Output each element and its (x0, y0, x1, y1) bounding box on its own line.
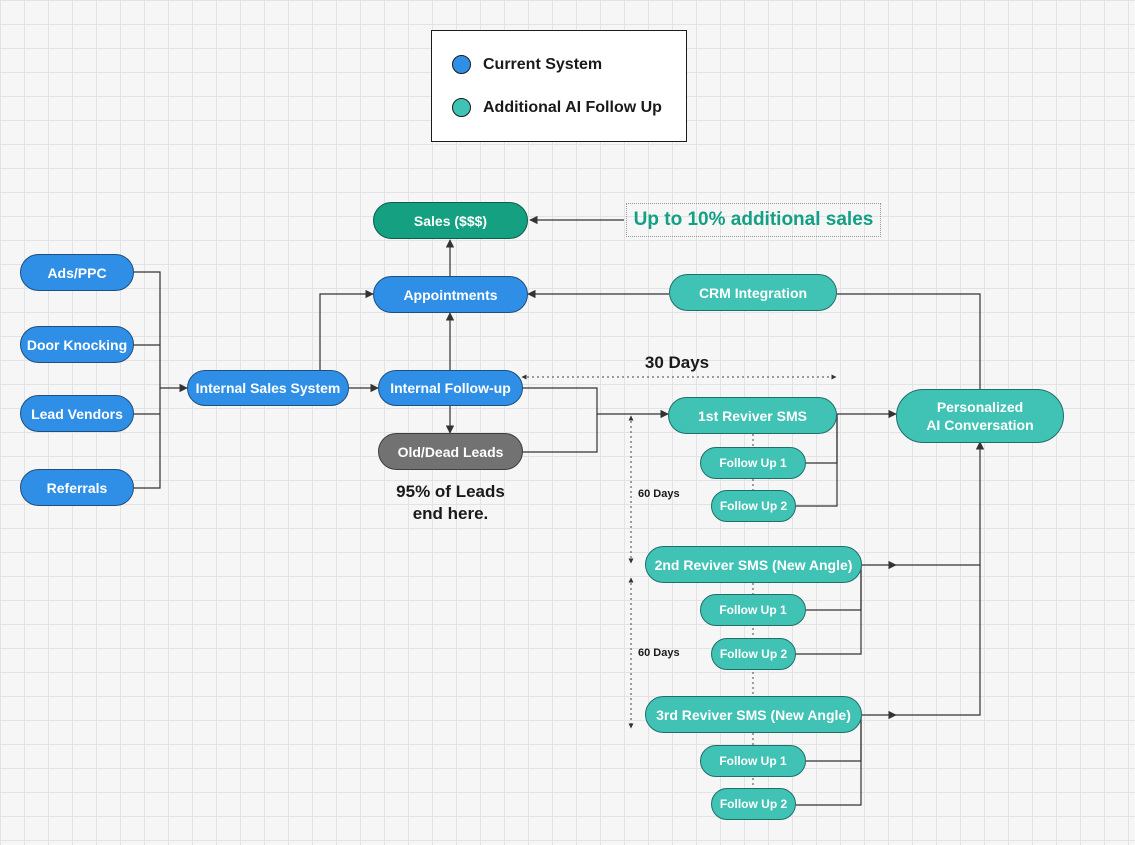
node-old-dead-leads[interactable]: Old/Dead Leads (378, 433, 523, 470)
node-ads-ppc[interactable]: Ads/PPC (20, 254, 134, 291)
node-referrals[interactable]: Referrals (20, 469, 134, 506)
legend-box: Current System Additional AI Follow Up (431, 30, 687, 142)
node-r3-follow-up-2[interactable]: Follow Up 2 (711, 788, 796, 820)
additional-sales-callout: Up to 10% additional sales (626, 203, 881, 237)
legend-swatch-teal (452, 98, 471, 117)
node-lead-vendors[interactable]: Lead Vendors (20, 395, 134, 432)
dead-leads-note-line1: 95% of Leads (396, 482, 505, 501)
node-crm-integration[interactable]: CRM Integration (669, 274, 837, 311)
dead-leads-note-line2: end here. (412, 504, 489, 523)
legend-label: Current System (483, 55, 603, 73)
sixty-days-label-1: 60 Days (638, 488, 680, 500)
legend-item-current-system: Current System (452, 55, 602, 74)
node-door-knocking[interactable]: Door Knocking (20, 326, 134, 363)
edge-referrals-to-merge (133, 388, 161, 489)
node-reviver-3[interactable]: 3rd Reviver SMS (New Angle) (645, 696, 862, 733)
dead-leads-note: 95% of Leads end here. (378, 481, 523, 525)
node-internal-follow-up[interactable]: Internal Follow-up (378, 370, 523, 406)
node-r2-follow-up-1[interactable]: Follow Up 1 (700, 594, 806, 626)
thirty-days-label: 30 Days (644, 353, 710, 372)
ai-conversation-line1: Personalized (936, 399, 1024, 415)
node-sales[interactable]: Sales ($$$) (373, 202, 528, 239)
edge-ads-to-sales-system (133, 271, 188, 393)
node-appointments[interactable]: Appointments (373, 276, 528, 313)
legend-item-ai-follow-up: Additional AI Follow Up (452, 98, 662, 117)
node-reviver-2[interactable]: 2nd Reviver SMS (New Angle) (645, 546, 862, 583)
edge-ai-to-crm (837, 293, 981, 389)
edge-ai-down-2 (896, 441, 985, 566)
edge-sales-system-to-appointments (319, 289, 374, 370)
edge-dead-leads-to-reviver-1 (522, 414, 598, 453)
node-r1-follow-up-1[interactable]: Follow Up 1 (700, 447, 806, 479)
edge-ai-down-3 (896, 565, 981, 716)
node-r3-follow-up-1[interactable]: Follow Up 1 (700, 745, 806, 777)
node-internal-sales-system[interactable]: Internal Sales System (187, 370, 349, 406)
edge-follow-up-to-reviver-1 (522, 387, 669, 419)
ai-conversation-line2: AI Conversation (926, 417, 1034, 433)
edge-r2-fu2 (796, 565, 862, 655)
node-r2-follow-up-2[interactable]: Follow Up 2 (711, 638, 796, 670)
legend-label: Additional AI Follow Up (483, 98, 662, 116)
legend-swatch-blue (452, 55, 471, 74)
node-r1-follow-up-2[interactable]: Follow Up 2 (711, 490, 796, 522)
edge-r1-fu2 (796, 414, 838, 507)
node-reviver-1[interactable]: 1st Reviver SMS (668, 397, 837, 434)
node-personalized-ai-conversation[interactable]: Personalized AI Conversation (896, 389, 1064, 443)
edge-r3-fu2 (796, 715, 862, 806)
sixty-days-label-2: 60 Days (638, 647, 680, 659)
